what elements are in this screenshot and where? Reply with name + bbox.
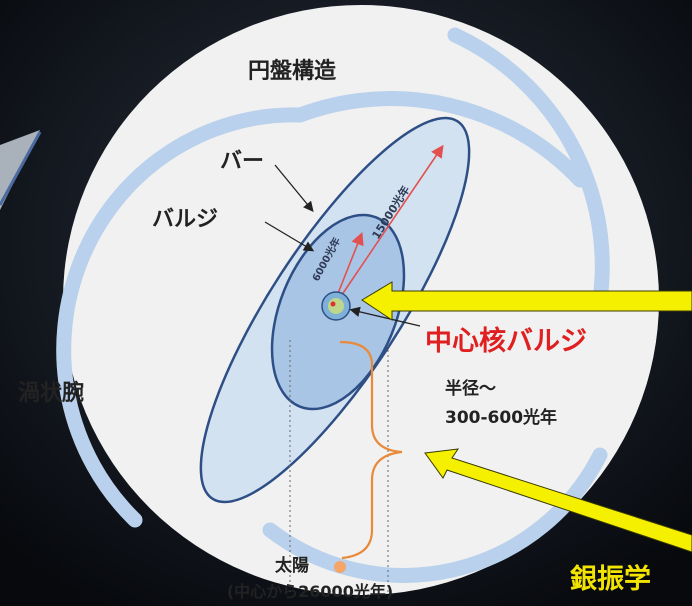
bulge-label: バルジ (152, 207, 218, 232)
radius-label-line1: 半径～ (445, 378, 496, 399)
bar-leader (274, 164, 314, 213)
radius-label-line2: 300-600光年 (445, 407, 557, 428)
central-bulge-label: 中心核バルジ (425, 325, 587, 357)
bar-radius-arrow (334, 144, 444, 306)
bar-label: バー (220, 149, 264, 174)
bottom-right-text: 銀振学 (570, 563, 651, 595)
sun-dot (334, 561, 346, 573)
spiral-arm-top (292, 91, 588, 188)
disk-structure-label: 円盤構造 (248, 58, 336, 84)
nucleus-core (328, 298, 344, 314)
sun-distance-label: (中心から26000光年) (227, 582, 393, 601)
core-pointer-arrow (361, 281, 692, 321)
sun-label: 太陽 (275, 555, 309, 576)
core-leader (349, 306, 421, 327)
distance-brace (339, 340, 403, 560)
spiral-arm-outer (447, 27, 610, 308)
spiral-arm-left (56, 107, 308, 528)
edge-line (0, 131, 42, 206)
nucleus-dot (330, 301, 336, 307)
sun-pointer-arrow (424, 448, 692, 553)
bulge-leader (264, 221, 315, 252)
spiral-arm-label: 渦状腕 (18, 380, 84, 406)
